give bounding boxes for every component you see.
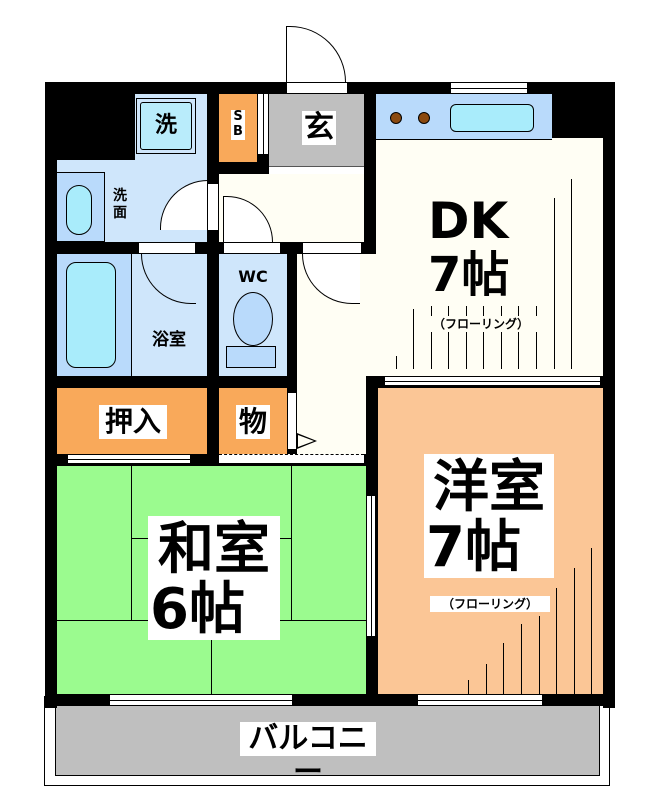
wall-shoebox-south	[207, 162, 269, 174]
outer-wall-right	[603, 82, 615, 708]
toilet-bowl-icon	[233, 292, 273, 346]
outer-wall-left	[45, 82, 57, 708]
washing-machine: 洗	[136, 98, 196, 154]
dk-label-2: 7帖	[428, 247, 510, 303]
balcony-label: バルコニー	[240, 722, 376, 790]
storage-door[interactable]	[287, 392, 297, 450]
stove-burner-icon	[418, 112, 430, 124]
yoshitsu-label-2: 7帖	[426, 518, 526, 578]
shoe-box[interactable]: S B	[219, 94, 257, 162]
bathtub	[57, 254, 132, 376]
wall-entrance-east	[364, 94, 376, 254]
dk-window[interactable]	[451, 82, 527, 94]
storage[interactable]: 物	[219, 388, 287, 454]
shoe-box-label-b: B	[231, 125, 245, 140]
storage-label: 物	[236, 405, 270, 439]
dk-yoshitsu-sliding-doors[interactable]	[385, 376, 600, 386]
stove-burner-icon	[390, 112, 402, 124]
wall-washroom-east	[207, 94, 219, 184]
wall-bath-wc	[207, 242, 219, 472]
washitsu-label-1: 和室	[150, 520, 278, 580]
shoe-box-doors[interactable]	[257, 94, 269, 154]
washitsu-sliding-doors[interactable]	[219, 454, 364, 464]
closet-sliding-doors[interactable]	[68, 454, 190, 464]
kitchen-counter	[376, 94, 552, 140]
dk-flooring-label: （フローリング）	[416, 316, 546, 332]
pipe-shaft	[57, 94, 135, 160]
toilet-tank-icon	[226, 346, 276, 368]
front-door-opening[interactable]	[286, 82, 348, 94]
yoshitsu-balcony-window[interactable]	[418, 694, 542, 706]
washroom-label-1: 洗	[112, 188, 128, 205]
yoshitsu: 洋室 7帖 （フローリング）	[378, 388, 603, 694]
toilet-room: WC	[219, 254, 287, 376]
bathroom: 浴室	[57, 254, 207, 376]
closet-label: 押入	[99, 405, 167, 439]
vanity-counter	[57, 172, 105, 242]
washitsu-yoshitsu-sliding-doors[interactable]	[366, 496, 376, 636]
balcony: バルコニー	[55, 704, 600, 790]
vanity-sink-icon	[66, 185, 92, 235]
front-door[interactable]	[286, 26, 346, 82]
washroom-label-2: 面	[112, 205, 128, 222]
closet[interactable]: 押入	[57, 388, 207, 454]
entrance: 玄	[269, 94, 364, 167]
dk-label-1: DK	[428, 192, 509, 250]
bathtub-basin-icon	[66, 262, 116, 368]
yoshitsu-flooring-label: （フローリング）	[430, 596, 550, 612]
entrance-label: 玄	[302, 110, 336, 145]
wall-wc-east	[287, 242, 297, 462]
toilet-label: WC	[234, 268, 272, 286]
shoe-box-label-s: S	[231, 110, 245, 125]
kitchen-sink-icon	[450, 104, 534, 132]
washitsu-label-2: 6帖	[150, 580, 250, 640]
washitsu-balcony-window[interactable]	[110, 694, 292, 706]
wall-row-closets	[57, 376, 297, 388]
washitsu: 和室 6帖	[57, 466, 366, 694]
bathroom-label: 浴室	[149, 330, 189, 350]
dk: DK 7帖 （フローリング）	[376, 94, 603, 376]
dk-pillar	[552, 94, 603, 138]
yoshitsu-label-1: 洋室	[426, 458, 552, 518]
laundry-label: 洗	[153, 113, 179, 139]
